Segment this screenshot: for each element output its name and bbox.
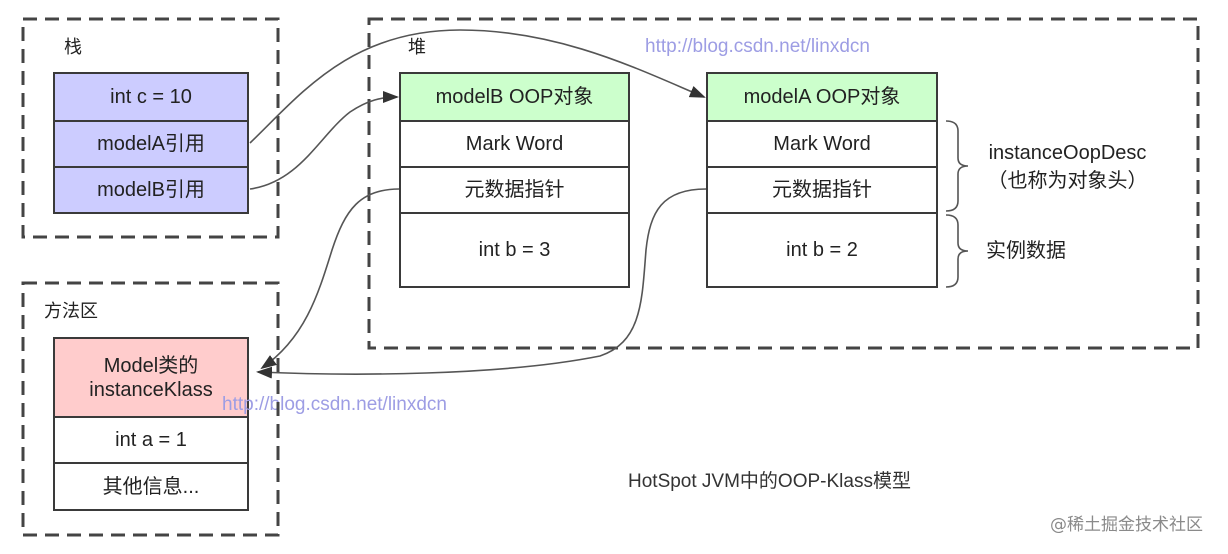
stack-cell-modela-ref: modelA引用 [55, 120, 247, 166]
instance-klass-line1: Model类的 [103, 354, 199, 377]
instance-data-annotation: 实例数据 [986, 240, 1066, 262]
method-area-cell-other-info: 其他信息... [55, 462, 247, 509]
stack-label: 栈 [64, 37, 82, 58]
modela-mark-word: Mark Word [708, 120, 936, 166]
brace-instance-data [945, 214, 969, 288]
instance-klass-cell: Model类的 instanceKlass [55, 339, 247, 416]
heap-label: 堆 [408, 37, 426, 58]
modelb-oop-object: modelB OOP对象 Mark Word 元数据指针 int b = 3 [399, 72, 630, 288]
heap-watermark: http://blog.csdn.net/linxdcn [645, 36, 870, 57]
method-area-column: Model类的 instanceKlass int a = 1 其他信息... [53, 337, 249, 511]
header-annotation-label: instanceOopDesc [988, 142, 1147, 164]
modelb-field: int b = 3 [401, 212, 628, 286]
stack-cell-modelb-ref: modelB引用 [55, 166, 247, 212]
header-annotation: instanceOopDesc （也称为对象头） [975, 139, 1160, 195]
footer-watermark: @稀土掘金技术社区 [1050, 515, 1203, 535]
method-area-label: 方法区 [44, 301, 98, 322]
modela-metadata-pointer: 元数据指针 [708, 166, 936, 212]
modela-oop-object: modelA OOP对象 Mark Word 元数据指针 int b = 2 [706, 72, 938, 288]
diagram-caption: HotSpot JVM中的OOP-Klass模型 [628, 471, 911, 492]
modela-oop-header: modelA OOP对象 [708, 74, 936, 120]
brace-object-header [945, 120, 969, 212]
modelb-mark-word: Mark Word [401, 120, 628, 166]
stack-column: int c = 10 modelA引用 modelB引用 [53, 72, 249, 214]
method-area-cell-int-a: int a = 1 [55, 416, 247, 462]
modela-field: int b = 2 [708, 212, 936, 286]
instance-klass-line2: instanceKlass [89, 378, 213, 401]
header-annotation-note: （也称为对象头） [987, 170, 1148, 192]
modelb-oop-header: modelB OOP对象 [401, 74, 628, 120]
arrow-modelb-metadata-to-klass [260, 188, 400, 370]
arrow-modelb-ref-to-modelb-oop [249, 91, 399, 190]
stack-cell-int-c: int c = 10 [55, 74, 247, 120]
method-area-watermark: http://blog.csdn.net/linxdcn [222, 394, 447, 415]
modelb-metadata-pointer: 元数据指针 [401, 166, 628, 212]
